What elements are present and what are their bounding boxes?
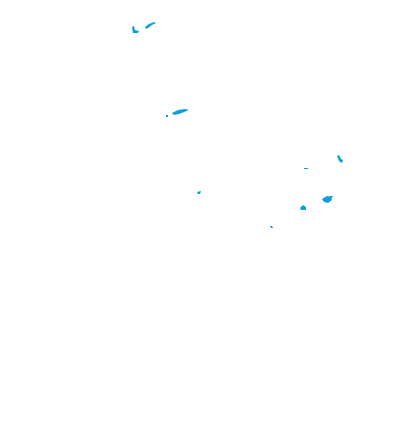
- water-body-6: [304, 168, 308, 169]
- water-body-5: [337, 155, 343, 163]
- water-body-2: [145, 22, 156, 29]
- water-body-1: [132, 26, 139, 33]
- water-body-9: [197, 191, 201, 194]
- water-body-4: [166, 115, 168, 117]
- water-body-11: [329, 196, 333, 198]
- water-body-3: [172, 109, 189, 115]
- water-body-10: [270, 226, 273, 228]
- water-body-8: [300, 205, 306, 210]
- water-body-7: [322, 196, 332, 203]
